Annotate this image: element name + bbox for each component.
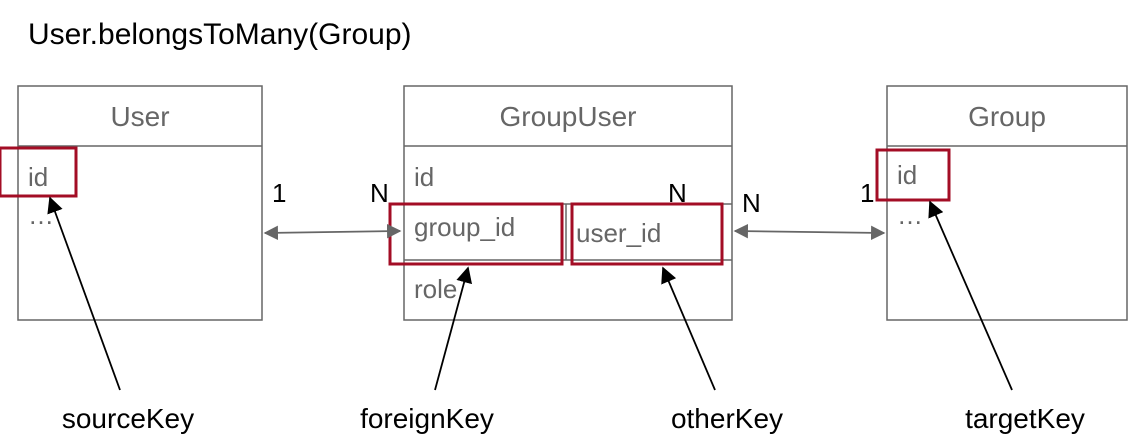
cardinality-mid-many: N xyxy=(668,178,687,208)
other-key-label: otherKey xyxy=(671,403,783,434)
source-key-highlight xyxy=(0,146,78,198)
user-table: User id … xyxy=(17,85,263,321)
cardinality-right-many: N xyxy=(742,188,761,218)
foreign-key-pointer-arrow xyxy=(434,266,473,391)
cardinality-left-one: 1 xyxy=(272,178,286,208)
other-key-highlight xyxy=(570,202,724,266)
groupuser-group-relation-arrow xyxy=(733,223,886,241)
foreign-key-label: foreignKey xyxy=(360,403,494,434)
target-key-highlight xyxy=(875,148,951,202)
group-table-title: Group xyxy=(968,101,1046,132)
user-id-field: id xyxy=(28,162,48,192)
groupuser-user-id-field: user_id xyxy=(576,218,661,248)
other-key-pointer-arrow xyxy=(661,266,716,391)
groupuser-group-id-field: group_id xyxy=(414,212,515,242)
target-key-label: targetKey xyxy=(965,403,1085,434)
cardinality-left-many: N xyxy=(370,178,389,208)
group-more-field: … xyxy=(897,200,923,230)
group-table: Group id … xyxy=(886,85,1128,321)
cardinality-right-one: 1 xyxy=(860,178,874,208)
groupuser-table-title: GroupUser xyxy=(500,101,637,132)
user-more-field: … xyxy=(28,200,54,230)
groupuser-id-field: id xyxy=(414,162,434,192)
target-key-pointer-arrow xyxy=(928,200,1013,391)
source-key-pointer-arrow xyxy=(47,196,121,391)
diagram-title: User.belongsToMany(Group) xyxy=(28,18,412,51)
user-groupuser-relation-arrow xyxy=(263,223,402,241)
user-table-title: User xyxy=(110,101,169,132)
groupuser-role-field: role xyxy=(414,274,457,304)
group-id-field: id xyxy=(897,160,917,190)
source-key-label: sourceKey xyxy=(62,403,194,434)
